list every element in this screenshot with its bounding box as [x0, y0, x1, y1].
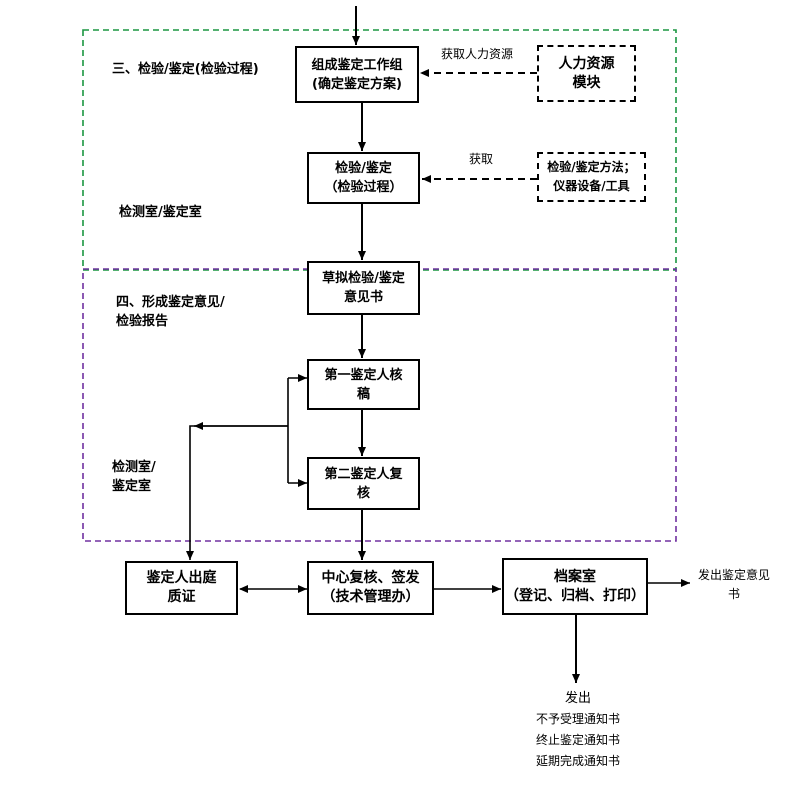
box-form-group: 组成鉴定工作组 (确定鉴定方案) — [295, 46, 419, 103]
opinion-region — [82, 268, 677, 542]
issue-item: 延期完成通知书 — [535, 754, 620, 768]
edge-label-get-hr: 获取人力资源 — [441, 47, 514, 61]
box-methods: 检验/鉴定方法； 仪器设备/工具 — [537, 152, 646, 202]
issue-item: 不予受理通知书 — [535, 712, 620, 726]
box-center: 中心复核、签发 （技术管理办） — [307, 561, 434, 615]
box-first-review: 第一鉴定人核 稿 — [307, 359, 420, 410]
edge-label-issue-opinion: 发出鉴定意见 书 — [697, 568, 770, 601]
issue-title: 发出 — [564, 691, 591, 706]
box-second-review: 第二鉴定人复 核 — [307, 457, 420, 510]
edge-label-get: 获取 — [469, 152, 494, 166]
box-hr-module: 人力资源 模块 — [537, 45, 636, 102]
box-draft: 草拟检验/鉴定 意见书 — [307, 261, 420, 315]
box-court: 鉴定人出庭 质证 — [125, 561, 238, 615]
box-inspect: 检验/鉴定 （检验过程） — [307, 152, 420, 204]
issue-item: 终止鉴定通知书 — [535, 733, 620, 747]
section-label-opinion: 四、形成鉴定意见/ 检验报告 — [116, 295, 225, 329]
side-label-lab-bottom: 检测室/ 鉴定室 — [112, 460, 156, 494]
side-label-lab-top: 检测室/鉴定室 — [119, 205, 202, 220]
section-label-inspection: 三、检验/鉴定(检验过程) — [112, 62, 259, 77]
issue-items-list: 不予受理通知书 终止鉴定通知书 延期完成通知书 — [530, 709, 626, 772]
inspection-region — [82, 29, 677, 271]
arrow-bracket-to-court — [186, 425, 288, 560]
box-archive: 档案室 （登记、归档、打印） — [502, 558, 648, 615]
